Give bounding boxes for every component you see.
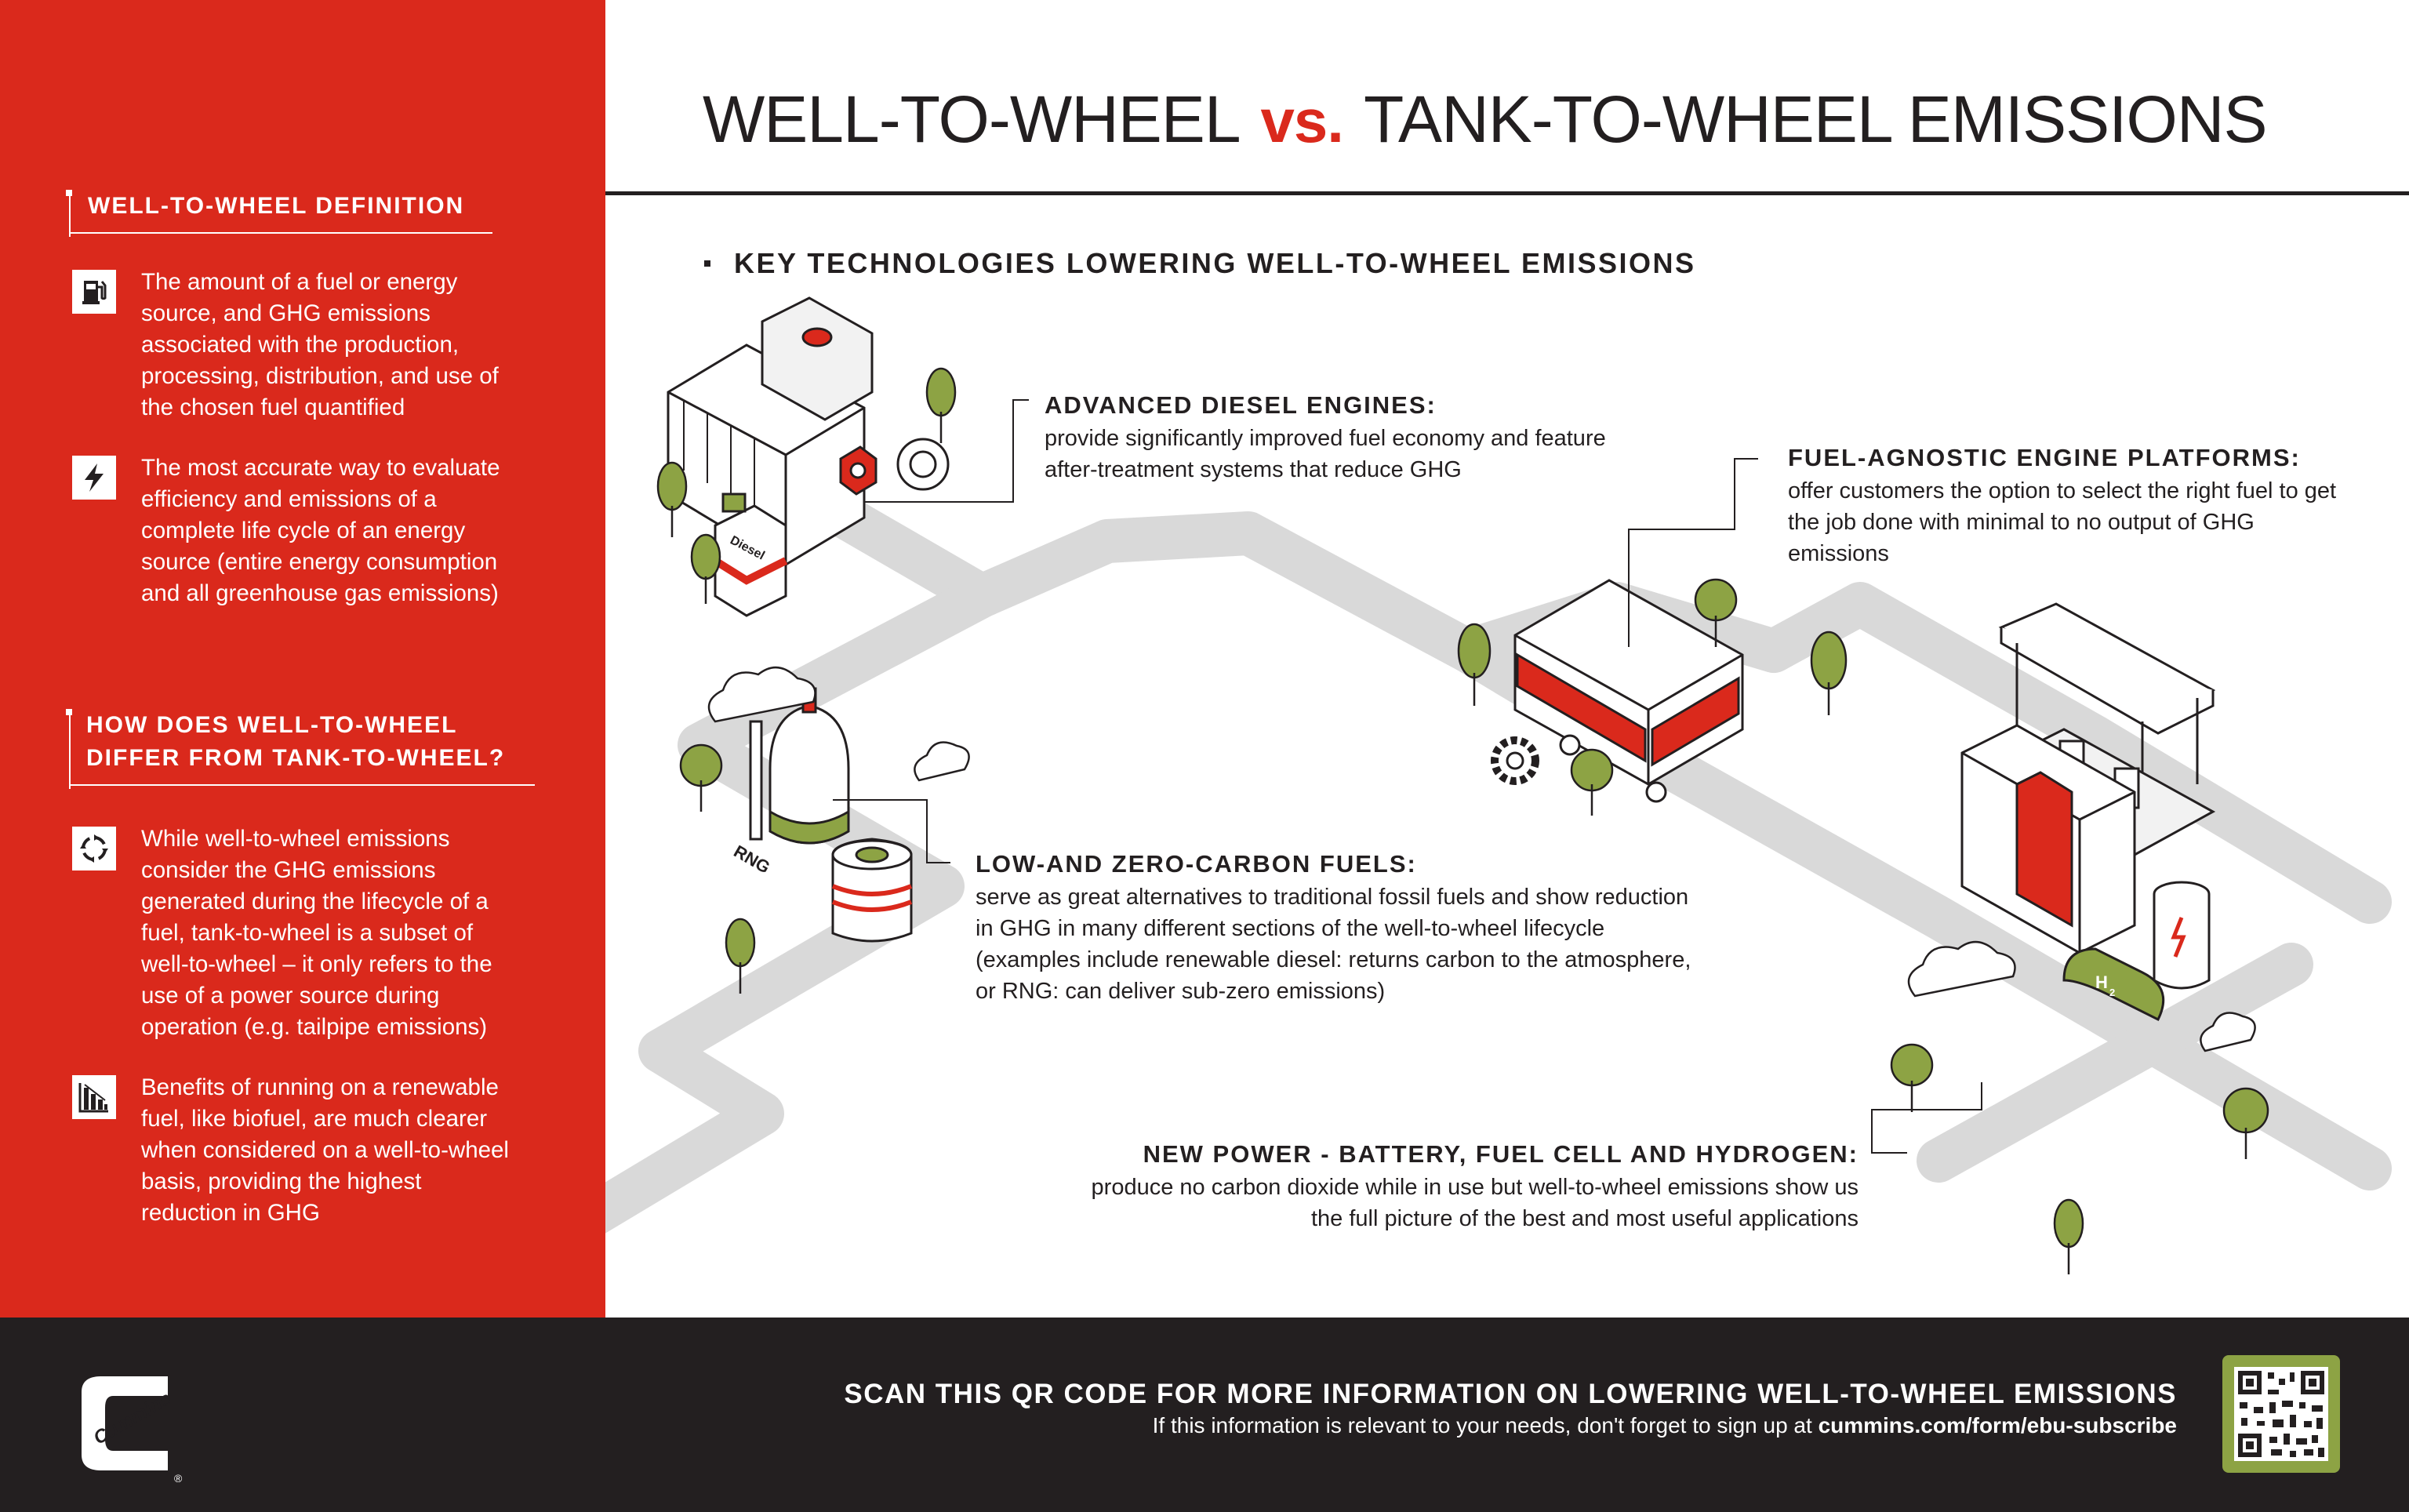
difference-text-2: Benefits of running on a renewable fuel,… [141,1074,509,1226]
tree [2222,1087,2269,1159]
tree [1694,578,1738,647]
tree [1810,631,1848,715]
clouds [707,667,2256,1052]
heading-bracket [69,196,71,237]
heading-marker [66,709,72,715]
subscribe-link[interactable]: cummins.com/form/ebu-subscribe [1818,1413,2177,1437]
diesel-heading: ADVANCED DIESEL ENGINES: [1045,391,1437,419]
cummins-logo[interactable]: Cummins ® [66,1365,183,1486]
agnostic-body: offer customers the option to select the… [1788,478,2337,566]
definition-heading: WELL-TO-WHEEL DEFINITION [66,190,492,237]
heading-marker [66,190,72,196]
callout-fuel-agnostic: FUEL-AGNOSTIC ENGINE PLATFORMS: offer cu… [1788,441,2353,569]
fuels-heading: LOW-AND ZERO-CARBON FUELS: [976,850,1417,878]
diesel-body: provide significantly improved fuel econ… [1045,426,1606,482]
tree [1457,623,1492,706]
leader-agnostic [1628,458,1758,647]
tree [725,918,756,994]
difference-heading-line1: HOW DOES WELL-TO-WHEEL [86,712,458,738]
callout-low-zero-carbon: LOW-AND ZERO-CARBON FUELS: serve as grea… [976,847,1705,1007]
callout-leaders [833,399,1982,1154]
cycle-arrows-icon [72,827,116,870]
heading-rule [69,232,492,234]
tree [1890,1043,1934,1112]
cloud [2200,1012,2256,1052]
diesel-engine-illustration [667,296,950,566]
tree [1570,748,1614,816]
footer-subscribe-line: If this information is relevant to your … [1153,1413,2177,1438]
footer-subscribe-text: If this information is relevant to your … [1152,1413,1819,1437]
rng-plant-illustration: RNG [731,687,913,943]
tree [656,461,688,537]
definition-text-2: The most accurate way to evaluate effici… [141,455,500,606]
trademark-symbol: ® [174,1472,183,1482]
title-vs: vs. [1260,86,1344,155]
definition-text-1: The amount of a fuel or energy source, a… [141,269,499,420]
fuels-body: serve as great alternatives to tradition… [976,885,1691,1004]
cloud [1907,941,2016,998]
gear-icon [1491,736,1539,785]
new-power-illustration: H 2 [1960,724,2211,1022]
rng-road-label: RNG [731,841,774,878]
footer-qr-heading: SCAN THIS QR CODE FOR MORE INFORMATION O… [844,1379,2177,1409]
hydrogen-label: H [2095,972,2108,992]
cloud [707,667,816,723]
title-tank-to-wheel: TANK-TO-WHEEL EMISSIONS [1363,82,2268,156]
footer [0,1318,2409,1512]
definition-heading-text: WELL-TO-WHEEL DEFINITION [88,193,465,219]
title-divider [605,191,2409,195]
heading-bracket [69,715,71,789]
hydrogen-subscript: 2 [2109,987,2115,998]
new-power-heading: NEW POWER - BATTERY, FUEL CELL AND HYDRO… [1143,1140,1859,1168]
definition-item-fuel: The amount of a fuel or energy source, a… [72,267,511,423]
fuel-pump-icon [72,270,116,314]
qr-code-icon [2234,1367,2328,1461]
tree [679,743,723,812]
callout-advanced-diesel: ADVANCED DIESEL ENGINES: provide signifi… [1045,388,1641,485]
agnostic-heading: FUEL-AGNOSTIC ENGINE PLATFORMS: [1788,444,2301,471]
callout-new-power: NEW POWER - BATTERY, FUEL CELL AND HYDRO… [1082,1137,1859,1234]
declining-chart-icon [72,1075,116,1119]
heading-rule [69,784,535,786]
sidebar: WELL-TO-WHEEL DEFINITION The amount of a… [0,0,605,1318]
leader-diesel [864,399,1029,503]
key-heading-marker [704,260,710,267]
bus-illustration [1513,579,1744,803]
difference-item-biofuel: Benefits of running on a renewable fuel,… [72,1072,511,1229]
cloud [914,741,970,782]
difference-text-1: While well-to-wheel emissions consider t… [141,826,492,1040]
title-well-to-wheel: WELL-TO-WHEEL [703,82,1241,156]
qr-code[interactable] [2222,1355,2340,1473]
tree [925,367,957,443]
lightning-bolt-icon [72,456,116,500]
tree [2053,1198,2084,1274]
tree [690,533,721,604]
key-technologies-heading: KEY TECHNOLOGIES LOWERING WELL-TO-WHEEL … [734,247,1696,279]
definition-item-lifecycle: The most accurate way to evaluate effici… [72,453,511,609]
new-power-body: produce no carbon dioxide while in use b… [1091,1175,1859,1231]
cummins-logo-mark: Cummins ® [82,1376,183,1485]
page-title: WELL-TO-WHEEL vs. TANK-TO-WHEEL EMISSIONS [703,80,2268,160]
illustration: Diesel RNG H [605,296,2392,1274]
difference-heading: HOW DOES WELL-TO-WHEEL DIFFER FROM TANK-… [66,709,535,789]
difference-heading-line2: DIFFER FROM TANK-TO-WHEEL? [86,745,506,771]
trees [656,367,2269,1274]
leader-fuels [833,799,950,863]
leader-new-power [1871,1082,1982,1154]
difference-item-subset: While well-to-wheel emissions consider t… [72,823,511,1043]
diesel-fuel-can-illustration: Diesel [713,492,788,617]
gear-icons [1491,736,1539,785]
